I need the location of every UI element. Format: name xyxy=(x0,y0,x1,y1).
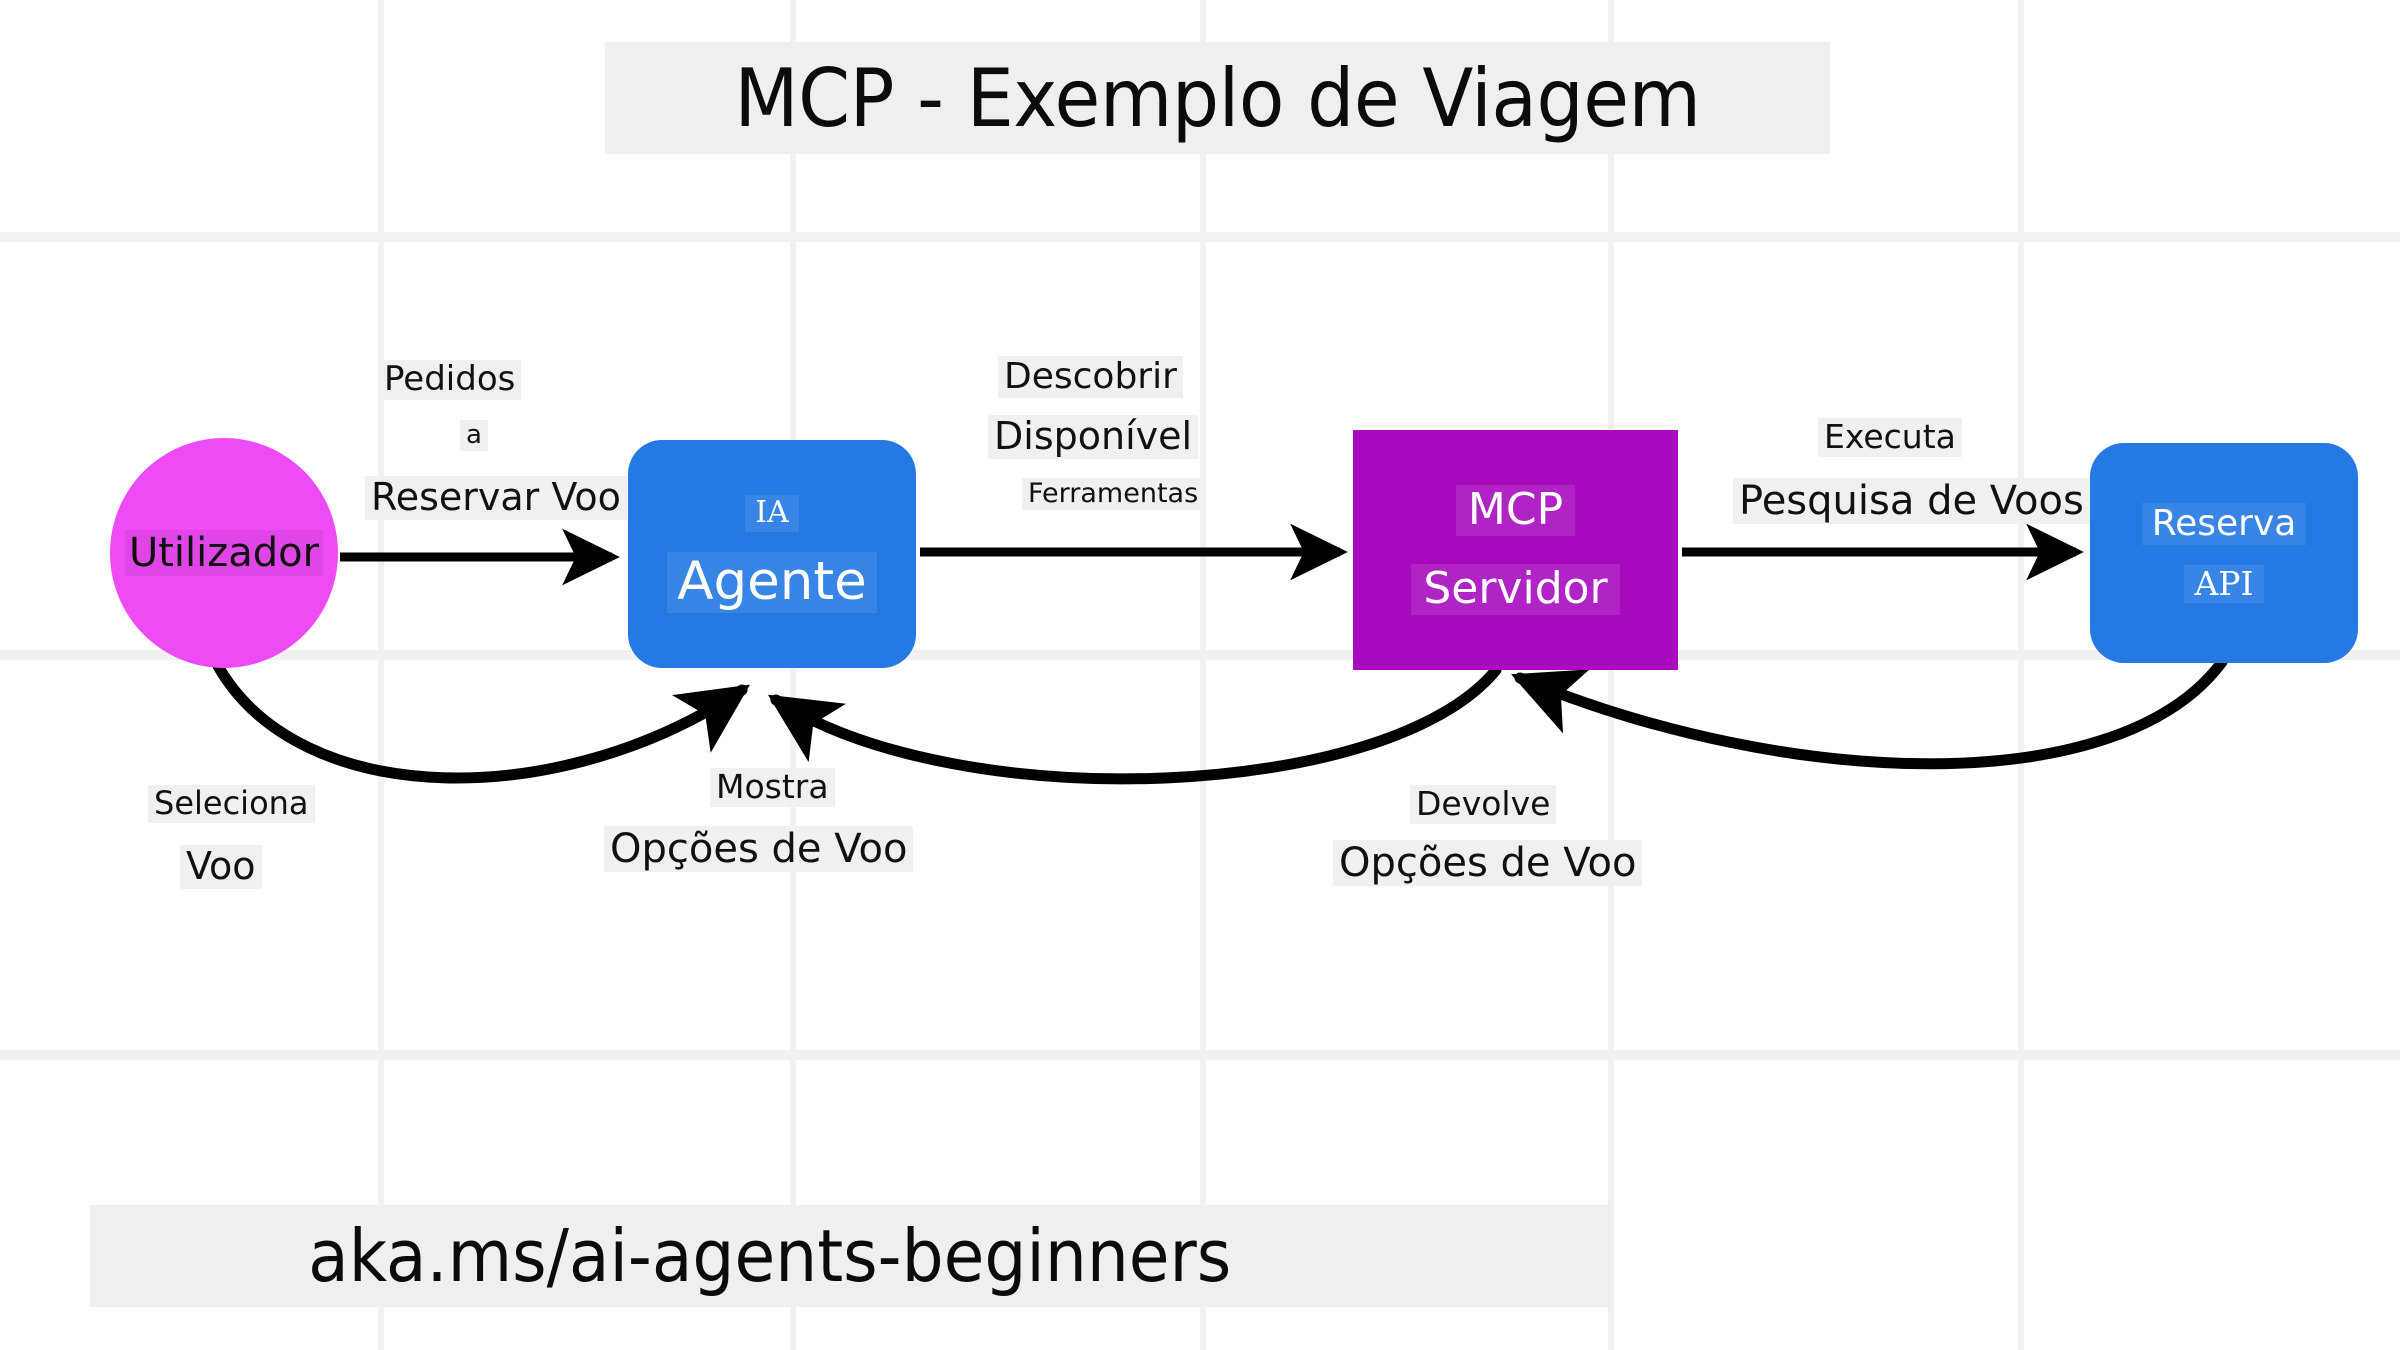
edge-label-ferramentas: Ferramentas xyxy=(1022,478,1205,511)
footer-banner: aka.ms/ai-agents-beginners xyxy=(90,1205,1610,1307)
node-ia-agente-label-line2: Agente xyxy=(667,551,877,613)
grid-line-vertical xyxy=(1608,0,1614,1350)
edge-label-disponivel: Disponível xyxy=(988,415,1199,459)
edge-label-executa: Executa xyxy=(1818,418,1962,457)
edge-label-opcoes-de-voo-devolve: Opções de Voo xyxy=(1333,840,1643,886)
node-utilizador[interactable]: Utilizador xyxy=(110,438,338,668)
grid-line-vertical xyxy=(378,0,384,1350)
edge-label-a: a xyxy=(460,420,488,452)
node-reserva-api-label-line2: API xyxy=(2184,564,2264,603)
edge-label-descobrir: Descobrir xyxy=(998,356,1183,398)
node-reserva-api-label-line1: Reserva xyxy=(2141,503,2307,545)
edge-label-devolve: Devolve xyxy=(1410,785,1557,824)
edge-label-seleciona: Seleciona xyxy=(148,785,315,823)
edge-user-to-agent-return xyxy=(212,660,750,784)
edge-api-to-mcp-return xyxy=(1511,656,2228,770)
edge-label-reservar-voo: Reservar Voo xyxy=(365,476,627,520)
footer-link[interactable]: aka.ms/ai-agents-beginners xyxy=(308,1214,1232,1298)
page-title: MCP - Exemplo de Viagem xyxy=(734,51,1701,145)
grid-line-horizontal xyxy=(0,650,2400,660)
node-ia-agente-label-line1: IA xyxy=(745,495,799,532)
title-banner: MCP - Exemplo de Viagem xyxy=(605,42,1830,154)
edge-label-pedidos: Pedidos xyxy=(378,360,522,400)
node-mcp-servidor-label-line1: MCP xyxy=(1455,485,1576,536)
grid-line-horizontal xyxy=(0,1050,2400,1060)
node-ia-agente[interactable]: IA Agente xyxy=(628,440,916,668)
edge-label-voo: Voo xyxy=(180,845,262,889)
grid-line-vertical xyxy=(1200,0,1206,1350)
edge-label-mostra: Mostra xyxy=(710,768,835,807)
edge-label-opcoes-de-voo-mostra: Opções de Voo xyxy=(604,826,914,872)
node-reserva-api[interactable]: Reserva API xyxy=(2090,443,2358,663)
grid-line-horizontal xyxy=(0,232,2400,242)
grid-line-vertical xyxy=(2018,0,2024,1350)
node-mcp-servidor-label-line2: Servidor xyxy=(1411,563,1620,615)
edge-mcp-to-agent-return xyxy=(767,664,1502,785)
node-utilizador-label: Utilizador xyxy=(124,530,324,576)
edge-label-pesquisa-de-voos: Pesquisa de Voos xyxy=(1733,478,2090,524)
grid-line-vertical xyxy=(790,0,796,1350)
node-mcp-servidor[interactable]: MCP Servidor xyxy=(1353,430,1678,670)
